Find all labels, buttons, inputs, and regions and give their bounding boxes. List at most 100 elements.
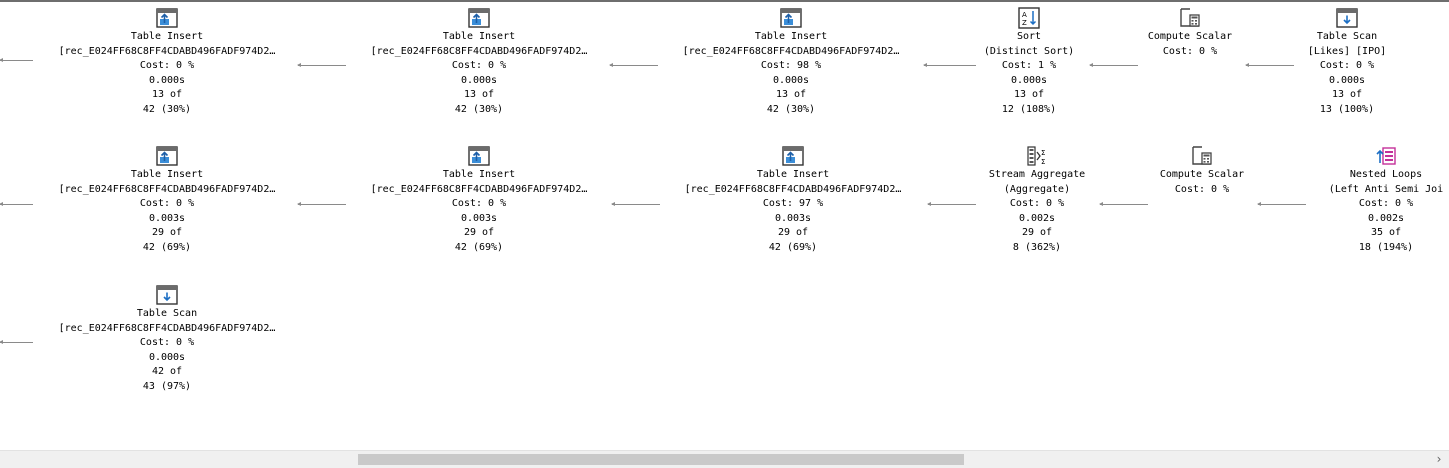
node-cost-label: Cost: 0 % bbox=[1009, 198, 1065, 209]
node-cost-label: Cost: 0 % bbox=[139, 198, 195, 209]
node-estimated-rows: 42 (69%) bbox=[768, 241, 818, 253]
horizontal-scrollbar[interactable]: › bbox=[0, 450, 1449, 468]
node-object-name: [rec_E024FF68C8FF4CDABD496FADF974D2… bbox=[684, 183, 902, 195]
node-cost-label: Cost: 0 % bbox=[451, 198, 507, 209]
table-insert-icon[interactable] bbox=[467, 7, 491, 29]
node-object-name: (Distinct Sort) bbox=[983, 45, 1075, 57]
node-cost-label: Cost: 1 % bbox=[1001, 60, 1057, 71]
node-operator-name: Table Insert bbox=[756, 169, 830, 180]
node-elapsed-time: 0.003s bbox=[148, 212, 186, 224]
plan-node-table-insert[interactable]: Table Insert[rec_E024FF68C8FF4CDABD496FA… bbox=[344, 7, 614, 117]
table-scan-icon[interactable] bbox=[1335, 7, 1359, 29]
node-estimated-rows: 42 (30%) bbox=[142, 103, 192, 115]
node-actual-rows: 29 of bbox=[1021, 227, 1053, 238]
table-scan-icon[interactable] bbox=[155, 284, 179, 306]
node-cost-label: Cost: 0 % bbox=[1162, 45, 1218, 57]
node-cost-label: Cost: 0 % bbox=[451, 60, 507, 71]
node-operator-name: Table Scan bbox=[1316, 31, 1378, 42]
plan-connector bbox=[923, 63, 976, 67]
node-cost-label: Cost: 0 % bbox=[139, 337, 195, 348]
node-actual-rows: 42 of bbox=[151, 366, 183, 377]
plan-node-table-insert[interactable]: Table Insert[rec_E024FF68C8FF4CDABD496FA… bbox=[656, 7, 926, 117]
plan-connector bbox=[1245, 63, 1294, 67]
scrollbar-thumb[interactable] bbox=[358, 454, 964, 465]
node-estimated-rows: 42 (30%) bbox=[454, 103, 504, 115]
node-operator-name: Table Insert bbox=[754, 31, 828, 42]
plan-node-table-insert[interactable]: Table Insert[rec_E024FF68C8FF4CDABD496FA… bbox=[344, 145, 614, 255]
plan-connector bbox=[1099, 202, 1148, 206]
table-insert-icon[interactable] bbox=[779, 7, 803, 29]
node-estimated-rows: 42 (69%) bbox=[142, 241, 192, 253]
node-actual-rows: 13 of bbox=[775, 89, 807, 100]
table-insert-icon[interactable] bbox=[155, 7, 179, 29]
node-operator-name: Sort bbox=[1016, 31, 1042, 42]
node-elapsed-time: 0.002s bbox=[1018, 212, 1056, 224]
plan-connector bbox=[0, 340, 33, 344]
node-cost-label: Cost: 0 % bbox=[1319, 60, 1375, 71]
svg-text:Σ: Σ bbox=[1041, 158, 1045, 166]
plan-connector bbox=[611, 202, 660, 206]
node-operator-name: Compute Scalar bbox=[1159, 169, 1245, 180]
node-elapsed-time: 0.000s bbox=[772, 74, 810, 86]
plan-connector bbox=[297, 63, 346, 67]
compute-scalar-icon[interactable] bbox=[1178, 7, 1202, 29]
node-operator-name: Table Insert bbox=[130, 31, 204, 42]
plan-connector bbox=[1089, 63, 1138, 67]
node-operator-name: Compute Scalar bbox=[1147, 31, 1233, 42]
node-object-name: (Left Anti Semi Joi bbox=[1328, 183, 1444, 195]
node-elapsed-time: 0.002s bbox=[1367, 212, 1405, 224]
node-operator-name: Table Scan bbox=[136, 308, 198, 319]
node-estimated-rows: 12 (108%) bbox=[1001, 103, 1057, 115]
node-elapsed-time: 0.000s bbox=[1010, 74, 1048, 86]
plan-node-table-insert[interactable]: Table Insert [rec_E024FF68C8FF4CDABD496FA… bbox=[658, 145, 928, 255]
plan-connector bbox=[1257, 202, 1306, 206]
node-estimated-rows: 13 (100%) bbox=[1319, 103, 1375, 115]
table-insert-icon[interactable] bbox=[155, 145, 179, 167]
node-operator-name: Table Insert bbox=[442, 31, 516, 42]
plan-node-table-insert[interactable]: Table Insert[rec_E024FF68C8FF4CDABD496FA… bbox=[32, 7, 302, 117]
node-object-name: [rec_E024FF68C8FF4CDABD496FADF974D2… bbox=[58, 183, 276, 195]
plan-connector bbox=[927, 202, 976, 206]
plan-node-table-scan[interactable]: Table Scan [rec_E024FF68C8FF4CDABD496FADF… bbox=[32, 284, 302, 394]
table-insert-icon[interactable] bbox=[467, 145, 491, 167]
node-elapsed-time: 0.003s bbox=[460, 212, 498, 224]
node-actual-rows: 13 of bbox=[1013, 89, 1045, 100]
node-operator-name: Stream Aggregate bbox=[988, 169, 1086, 180]
plan-connector bbox=[0, 202, 33, 206]
node-operator-name: Table Insert bbox=[442, 169, 516, 180]
node-cost-label: Cost: 0 % bbox=[139, 60, 195, 71]
scroll-right-arrow[interactable]: › bbox=[1436, 452, 1442, 466]
node-estimated-rows: 42 (30%) bbox=[766, 103, 816, 115]
node-actual-rows: 29 of bbox=[777, 227, 809, 238]
node-actual-rows: 13 of bbox=[151, 89, 183, 100]
node-estimated-rows: 42 (69%) bbox=[454, 241, 504, 253]
node-cost-label: Cost: 97 % bbox=[762, 198, 824, 209]
node-object-name: [rec_E024FF68C8FF4CDABD496FADF974D2… bbox=[58, 322, 276, 334]
node-actual-rows: 13 of bbox=[1331, 89, 1363, 100]
node-estimated-rows: 43 (97%) bbox=[142, 380, 192, 392]
plan-node-table-insert[interactable]: Table Insert [rec_E024FF68C8FF4CDABD496FA… bbox=[32, 145, 302, 255]
nested-loops-icon[interactable] bbox=[1374, 145, 1398, 167]
node-operator-name: Table Insert bbox=[130, 169, 204, 180]
execution-plan-canvas[interactable]: Table Insert [rec_E024FF68C8FF4CDABD496FA… bbox=[0, 2, 1449, 450]
node-actual-rows: 35 of bbox=[1370, 227, 1402, 238]
node-operator-name: Nested Loops bbox=[1349, 169, 1423, 180]
node-elapsed-time: 0.003s bbox=[774, 212, 812, 224]
node-elapsed-time: 0.000s bbox=[148, 74, 186, 86]
compute-scalar-icon[interactable] bbox=[1190, 145, 1214, 167]
svg-text:Z: Z bbox=[1022, 19, 1027, 27]
node-actual-rows: 13 of bbox=[463, 89, 495, 100]
table-insert-icon[interactable] bbox=[781, 145, 805, 167]
node-object-name: (Aggregate) bbox=[1003, 183, 1071, 195]
plan-connector bbox=[609, 63, 658, 67]
node-actual-rows: 29 of bbox=[463, 227, 495, 238]
window-top-border bbox=[0, 0, 1449, 2]
